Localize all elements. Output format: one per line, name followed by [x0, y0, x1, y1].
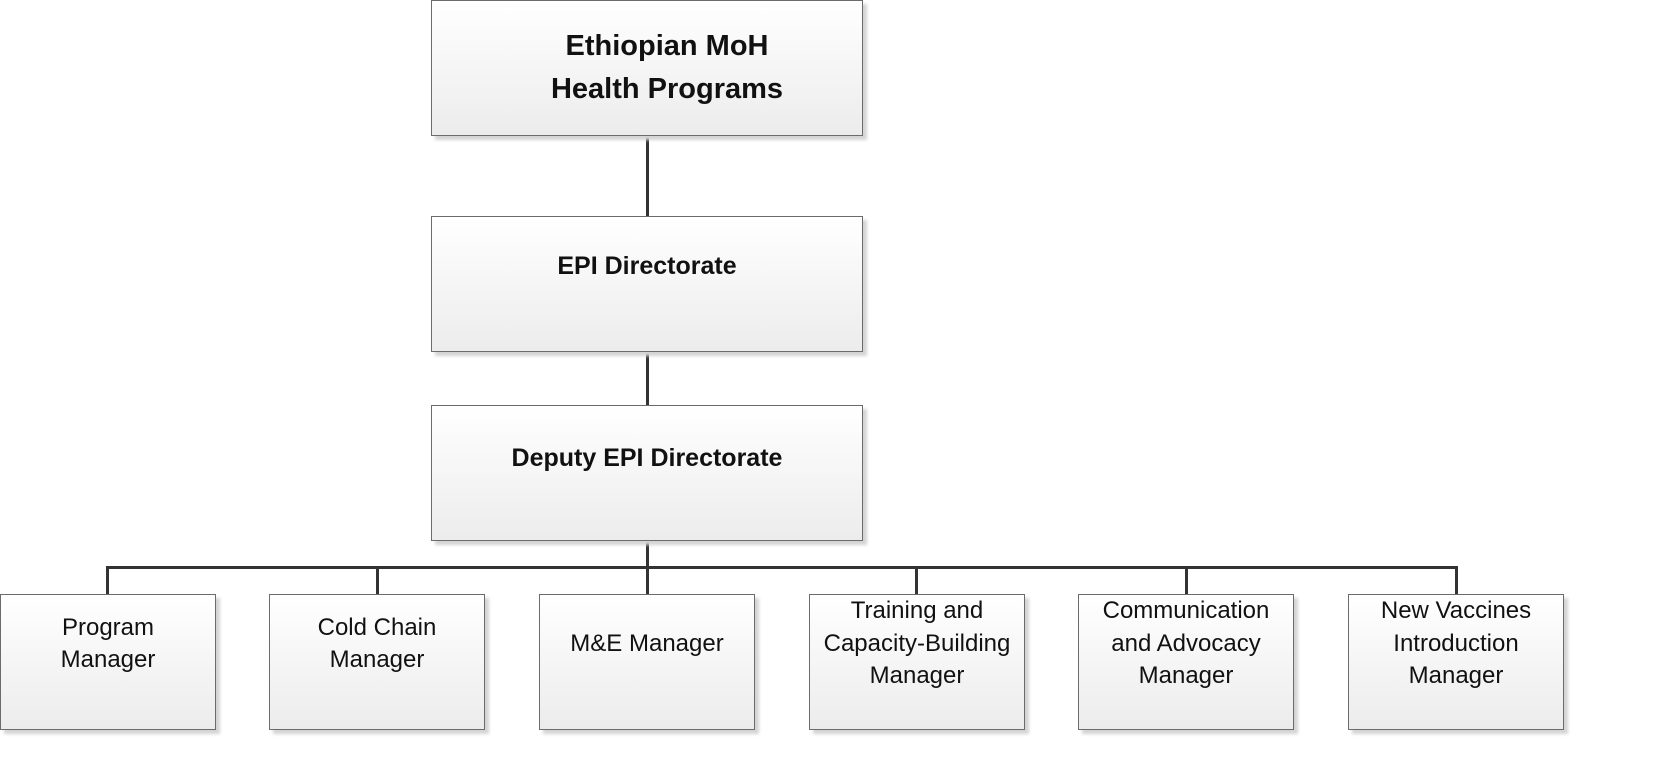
node-root-label: Ethiopian MoH Health Programs	[550, 30, 784, 105]
node-label: Cold Chain Manager	[317, 613, 437, 674]
connector-manager-1	[106, 566, 109, 594]
node-epi-directorate: EPI Directorate	[431, 216, 863, 352]
node-program-manager: Program Manager	[0, 594, 216, 730]
node-new-vaccines-manager: New Vaccines Introduction Manager	[1348, 594, 1564, 730]
connector-manager-2	[376, 566, 379, 594]
node-label: M&E Manager	[570, 629, 724, 657]
connector-manager-4	[915, 566, 918, 594]
node-communication-manager: Communication and Advocacy Manager	[1078, 594, 1294, 730]
connector-manager-3	[646, 566, 649, 594]
node-cold-chain-manager: Cold Chain Manager	[269, 594, 485, 730]
node-epi-directorate-label: EPI Directorate	[557, 252, 737, 280]
connector-epi-deputy	[646, 351, 649, 405]
connector-manager-5	[1185, 566, 1188, 594]
node-me-manager: M&E Manager	[539, 594, 755, 730]
node-label: Program Manager	[60, 613, 156, 674]
node-label: New Vaccines Introduction Manager	[1380, 597, 1532, 690]
node-deputy-epi-directorate: Deputy EPI Directorate	[431, 405, 863, 541]
connector-deputy-bus	[646, 540, 649, 567]
connector-manager-6	[1455, 566, 1458, 594]
connector-root-epi	[646, 135, 649, 216]
node-label: Communication and Advocacy Manager	[1102, 597, 1270, 690]
node-deputy-epi-directorate-label: Deputy EPI Directorate	[511, 444, 783, 472]
connector-horizontal-bus	[106, 566, 1458, 569]
node-label: Training and Capacity-Building Manager	[823, 597, 1011, 690]
node-training-manager: Training and Capacity-Building Manager	[809, 594, 1025, 730]
node-root: Ethiopian MoH Health Programs	[431, 0, 863, 136]
